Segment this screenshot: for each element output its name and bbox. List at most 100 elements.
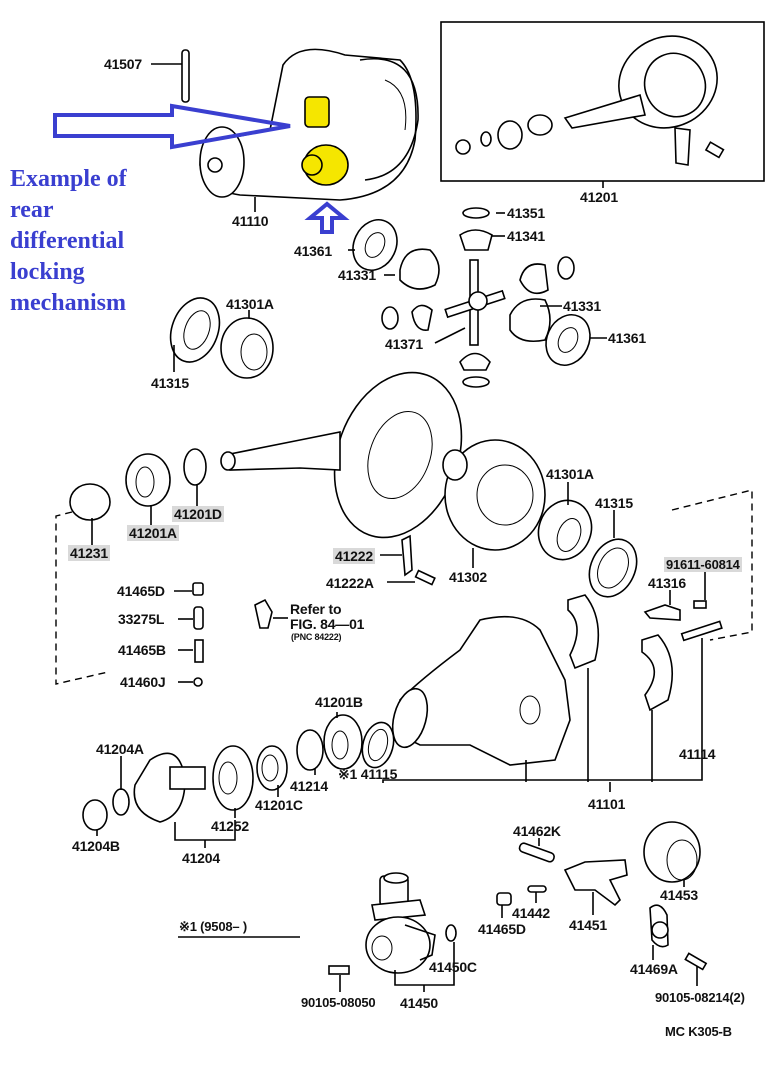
label-41201B: 41201B: [315, 694, 363, 710]
label-41465D-lower: 41465D: [478, 921, 526, 937]
label-90105-08050: 90105-08050: [301, 995, 376, 1010]
lock-plate-41316: [643, 604, 681, 621]
adjusting-nut-41315: [588, 538, 638, 598]
label-41351: 41351: [507, 205, 545, 221]
label-41507: 41507: [104, 56, 142, 72]
label-41442: 41442: [512, 905, 550, 921]
diff-case-41302: [442, 439, 546, 551]
annotation-line: locking: [10, 259, 85, 285]
bearing-41201C: [256, 745, 288, 791]
label-91611-60814: 91611-60814: [664, 557, 742, 572]
label-41115: ※1 41115: [338, 766, 398, 782]
label-41331-left: 41331: [338, 267, 376, 283]
label-41361-left: 41361: [294, 243, 332, 259]
carrier-housing-41101: [391, 615, 571, 766]
bolt-41222A: [414, 569, 436, 586]
collapsible-spacer-41231: [69, 483, 111, 521]
bolt-41114: [680, 620, 723, 642]
nut-41204B: [82, 799, 108, 831]
label-41214: 41214: [290, 778, 328, 794]
label-41204: 41204: [182, 850, 220, 866]
label-41460J: 41460J: [120, 674, 166, 690]
label-41331-right: 41331: [563, 298, 601, 314]
label-41201C: 41201C: [255, 797, 303, 813]
pin-41442: [527, 885, 547, 893]
label-41301A-lower: 41301A: [546, 466, 594, 482]
bearing-41201B: [323, 714, 363, 770]
annotation-line: rear: [10, 197, 54, 223]
bearing-41301A-lower: [537, 499, 593, 561]
label-41315-upper: 41315: [151, 375, 189, 391]
bearing-cap-right-1: [567, 594, 600, 670]
deflector-41252: [212, 745, 254, 811]
label-41252: 41252: [211, 818, 249, 834]
ring-gear-pinion: [220, 371, 463, 539]
pin-41507: [181, 49, 190, 103]
annotation-line: differential: [10, 228, 125, 254]
spring-41465B: [194, 639, 204, 663]
label-41450C: 41450C: [429, 959, 477, 975]
plug-41465D-lower: [496, 892, 512, 906]
label-33275L: 33275L: [118, 611, 165, 627]
annotation-line: Example of: [10, 166, 127, 192]
pin-33275L: [193, 606, 204, 630]
label-41450: 41450: [400, 995, 438, 1011]
annotation-line: mechanism: [10, 290, 126, 316]
clip-41222: [401, 534, 413, 577]
label-41316: 41316: [648, 575, 686, 591]
label-41465B: 41465B: [118, 642, 166, 658]
bearing-41201A: [125, 453, 171, 507]
sender-84222: [254, 598, 273, 629]
label-41204B: 41204B: [72, 838, 120, 854]
spacer-41214: [296, 729, 324, 771]
label-41341: 41341: [507, 228, 545, 244]
label-41201: 41201: [580, 189, 618, 205]
label-41231: 41231: [68, 545, 110, 561]
label-41301A-upper: 41301A: [226, 296, 274, 312]
figure-code: MC K305-B: [665, 1024, 732, 1039]
oil-seal-41115: [361, 721, 395, 769]
refer-text-line2[interactable]: FIG. 84—01: [290, 616, 365, 632]
bracket-41101: [382, 740, 703, 783]
label-41114: 41114: [679, 746, 716, 762]
label-41465D-upper: 41465D: [117, 583, 165, 599]
label-41451: 41451: [569, 917, 607, 933]
bolt-90105-08050: [328, 965, 350, 975]
sleeve-41453: [643, 821, 701, 883]
refer-text-pnc: (PNC 84222): [291, 632, 342, 642]
ring-pinion-set-inset: [455, 35, 725, 166]
label-41361-right: 41361: [608, 330, 646, 346]
blue-arrow-right: [53, 103, 291, 150]
label-41101: 41101: [588, 796, 626, 812]
label-41302: 41302: [449, 569, 487, 585]
ball-41460J: [193, 677, 203, 687]
blue-arrow-up: [304, 201, 350, 234]
pin-41462K: [518, 842, 555, 863]
label-41222A: 41222A: [326, 575, 374, 591]
actuator-41450: [365, 872, 436, 974]
label-41462K: 41462K: [513, 823, 561, 839]
inset-box-41201: [440, 21, 765, 182]
dashed-group-left: [55, 511, 109, 685]
refer-text-line1: Refer to: [290, 601, 342, 617]
shim-41201D: [183, 448, 207, 486]
diff-gears: [352, 207, 591, 388]
bearing-41301A-upper: [220, 317, 274, 379]
washer-41204A: [112, 788, 130, 816]
label-41469A: 41469A: [630, 961, 678, 977]
bolt-90105-08214: [684, 952, 708, 971]
shift-fork-41451: [563, 859, 628, 907]
carrier-housing-41110: [199, 48, 419, 201]
note-production-date: ※1 (9508– ): [179, 919, 247, 934]
label-41453: 41453: [660, 887, 698, 903]
annotation-text: Example of rear differential locking mec…: [10, 164, 127, 319]
dashed-group-right: [671, 489, 753, 641]
label-41315-lower: 41315: [595, 495, 633, 511]
label-41222: 41222: [333, 548, 375, 564]
label-41110: 41110: [232, 213, 269, 229]
bearing-race-41315-upper: [169, 297, 221, 363]
label-41201D: 41201D: [172, 506, 224, 522]
label-41371: 41371: [385, 336, 423, 352]
label-41201A: 41201A: [127, 525, 179, 541]
